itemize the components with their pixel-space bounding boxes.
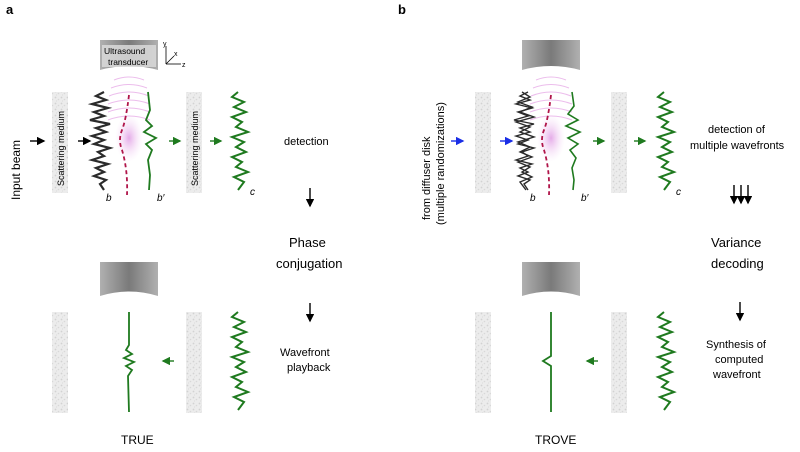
wavefront-bprime — [142, 91, 158, 191]
wavefront-c-b-bottom — [655, 311, 677, 411]
step-synthesis: Synthesis of — [706, 339, 767, 351]
wavefront-b — [87, 91, 114, 191]
scattering-medium-4 — [186, 312, 202, 413]
scattering-medium-b2 — [611, 92, 627, 193]
label-b: b — [106, 193, 112, 204]
playback-wavefront — [121, 312, 137, 413]
step-variance: Variance — [711, 235, 761, 250]
method-label-a: TRUE — [121, 433, 154, 447]
wavefront-c-b — [655, 91, 677, 191]
axes-icon — [165, 46, 181, 65]
scattering-medium-b1 — [475, 92, 491, 193]
triple-arrow-down — [729, 185, 753, 205]
dashed-wavefront-b — [541, 94, 552, 196]
scattering-medium-2 — [186, 92, 202, 193]
input-diffuser-1: from diffuser disk — [421, 136, 433, 220]
step-conjugation: conjugation — [276, 256, 343, 271]
dashed-wavefront — [119, 94, 130, 196]
scattering-medium-3 — [52, 312, 68, 413]
input-diffuser-2: (multiple randomizations) — [435, 102, 447, 225]
label-b-b: b — [530, 193, 536, 204]
wavefront-c — [229, 91, 251, 191]
panel-a-letter: a — [6, 2, 14, 17]
scattering-medium-b3 — [475, 312, 491, 413]
label-bprime: b′ — [157, 193, 166, 204]
transducer-bottom-b — [522, 262, 580, 296]
step-detection-multi-1: detection of — [708, 124, 766, 136]
step-detection-multi-2: multiple wavefronts — [690, 140, 785, 152]
label-c: c — [250, 187, 255, 198]
step-wavefront-b: wavefront — [712, 369, 761, 381]
wavefront-bprime-multi — [564, 91, 582, 191]
step-playback: playback — [287, 362, 331, 374]
step-decoding: decoding — [711, 256, 764, 271]
computed-wavefront — [541, 312, 552, 412]
step-wavefront: Wavefront — [280, 347, 330, 359]
scattering-medium-b4 — [611, 312, 627, 413]
transducer-bottom-a — [100, 262, 158, 296]
scattering-medium-label-2: Scattering medium — [190, 111, 200, 186]
input-beam-label: Input beam — [9, 140, 23, 200]
axis-y: y — [163, 41, 167, 48]
label-bprime-b: b′ — [581, 193, 590, 204]
ultrasound-transducer-b — [522, 40, 580, 70]
step-computed: computed — [715, 354, 763, 366]
axis-z: z — [182, 62, 186, 69]
step-detection: detection — [284, 136, 329, 148]
transducer-label-1: Ultrasound — [104, 46, 145, 56]
wavefront-c-conj — [229, 311, 251, 411]
axis-x: x — [174, 51, 178, 58]
step-phase: Phase — [289, 235, 326, 250]
label-c-b: c — [676, 187, 681, 198]
scattering-medium-1 — [52, 92, 68, 193]
panel-b-letter: b — [398, 2, 406, 17]
transducer-label-bg — [102, 45, 156, 67]
method-label-b: TROVE — [535, 433, 576, 447]
scattering-medium-label-1: Scattering medium — [56, 111, 66, 186]
ultrasound-wavefronts-b — [529, 76, 573, 121]
wavefront-b-multi-2 — [513, 91, 537, 191]
transducer-label-2: transducer — [108, 57, 148, 67]
wavefront-b-multi-1 — [513, 91, 537, 191]
